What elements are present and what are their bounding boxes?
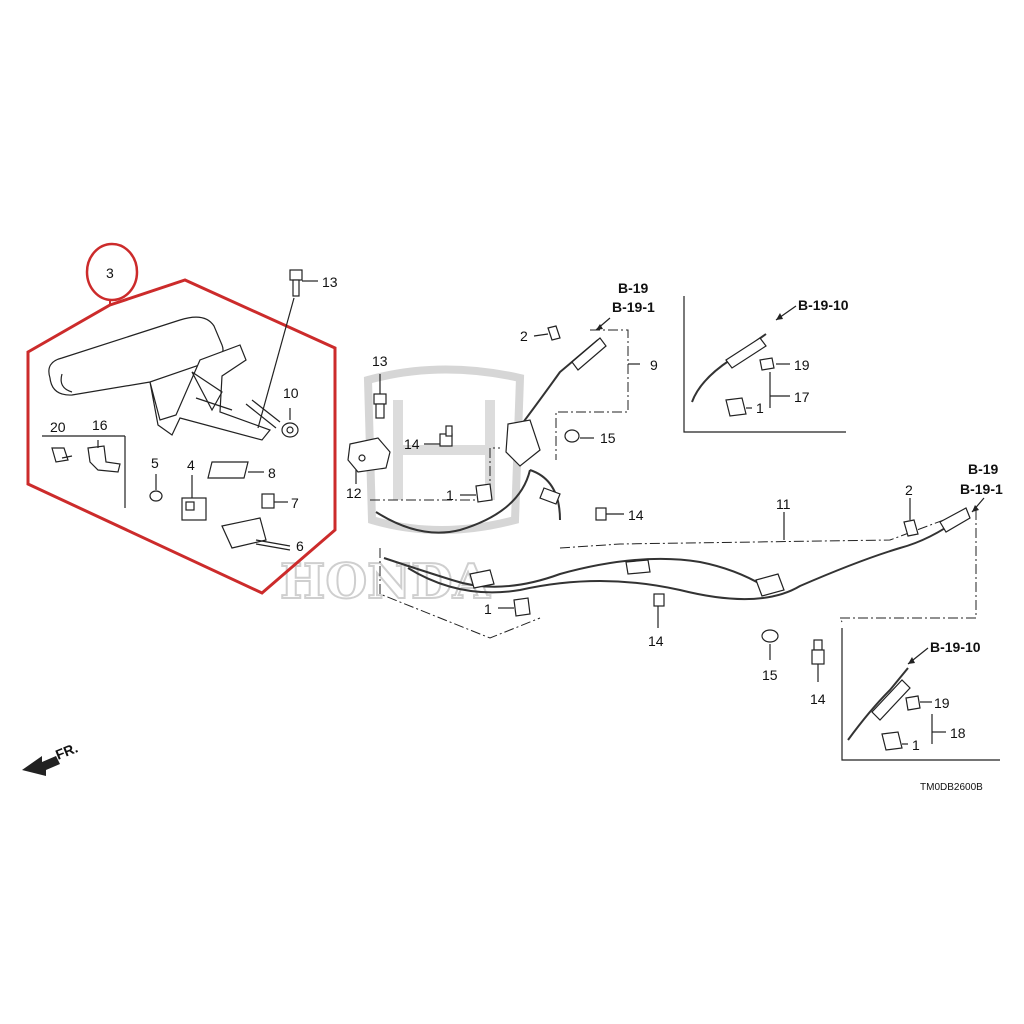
ref-b19-top: B-19 B-19-1 <box>595 280 655 331</box>
highlight-part-3: 3 <box>26 242 337 595</box>
ref-b19-10-top: B-19-10 <box>798 297 849 313</box>
bolt-14-a: 14 <box>404 425 453 452</box>
label-part-2-right: 2 <box>905 482 913 498</box>
tag-7: 7 <box>261 493 299 511</box>
label-part-1-a: 1 <box>446 487 454 503</box>
label-part-20: 20 <box>50 419 66 435</box>
label-part-9: 9 <box>650 357 658 373</box>
label-part-14-c: 14 <box>648 633 664 649</box>
label-part-14-b: 14 <box>628 507 644 523</box>
label-part-7: 7 <box>291 495 299 511</box>
connector-6: 6 <box>221 517 304 554</box>
bolt-13-mid: 13 <box>372 353 388 419</box>
label-part-19-b: 19 <box>934 695 950 711</box>
label-part-1-b: 1 <box>484 601 492 617</box>
bracket-8: 8 <box>207 461 276 481</box>
diagram-code: TM0DB2600B <box>920 782 983 793</box>
label-part-13-mid: 13 <box>372 353 388 369</box>
label-part-12: 12 <box>346 485 362 501</box>
rear-cable <box>383 507 971 601</box>
bolt-14-b: 14 <box>595 507 644 523</box>
nut-15-a: 15 <box>564 429 616 446</box>
ref-b19-top-b: B-19-1 <box>612 299 655 315</box>
ref-b19-top-a: B-19 <box>618 280 649 296</box>
label-part-4: 4 <box>187 457 195 473</box>
clip-2-top: 2 <box>520 325 561 344</box>
front-cable <box>375 337 607 534</box>
label-part-14-d: 14 <box>810 691 826 707</box>
inset-17: B-19-10 19 17 1 <box>683 296 849 433</box>
label-part-19-a: 19 <box>794 357 810 373</box>
clip-2-right: 2 <box>903 482 919 537</box>
bolt-14-d: 14 <box>810 639 826 707</box>
label-part-16: 16 <box>92 417 108 433</box>
switch-4: 4 <box>181 457 207 521</box>
highlight-circle <box>85 242 139 302</box>
label-part-15-b: 15 <box>762 667 778 683</box>
front-direction-arrow: FR. <box>22 739 80 776</box>
label-part-14-a: 14 <box>404 436 420 452</box>
ref-b19-right-b: B-19-1 <box>960 481 1003 497</box>
label-part-17: 17 <box>794 389 810 405</box>
label-part-6: 6 <box>296 538 304 554</box>
bolt-14-c: 14 <box>648 593 665 649</box>
label-part-3: 3 <box>106 265 114 281</box>
highlight-octagon <box>26 278 337 595</box>
clip-5: 5 <box>149 455 163 502</box>
clip-1-a: 1 <box>446 483 493 503</box>
ref-b19-10-bottom: B-19-10 <box>930 639 981 655</box>
label-part-1-d: 1 <box>912 737 920 753</box>
switch-group: 20 16 <box>42 417 126 508</box>
ref-b19-right: B-19 B-19-1 <box>960 461 1003 513</box>
direction-label: FR. <box>53 739 80 762</box>
nut-15-b: 15 <box>761 629 779 683</box>
clip-1-b: 1 <box>484 597 531 617</box>
label-part-11: 11 <box>776 496 791 512</box>
label-part-2-top: 2 <box>520 328 528 344</box>
equalizer-bracket-12: 12 <box>346 437 391 501</box>
label-part-1-c: 1 <box>756 400 764 416</box>
nut-10: 10 <box>281 385 299 438</box>
bolt-13-top: 13 <box>257 269 338 429</box>
inset-18: B-19-10 19 18 1 <box>841 628 1000 761</box>
label-part-10: 10 <box>283 385 299 401</box>
label-part-5: 5 <box>151 455 159 471</box>
ref-b19-right-a: B-19 <box>968 461 999 477</box>
label-part-13-top: 13 <box>322 274 338 290</box>
label-part-15-a: 15 <box>600 430 616 446</box>
label-part-18: 18 <box>950 725 966 741</box>
label-part-8: 8 <box>268 465 276 481</box>
parking-brake-lever <box>48 316 271 441</box>
